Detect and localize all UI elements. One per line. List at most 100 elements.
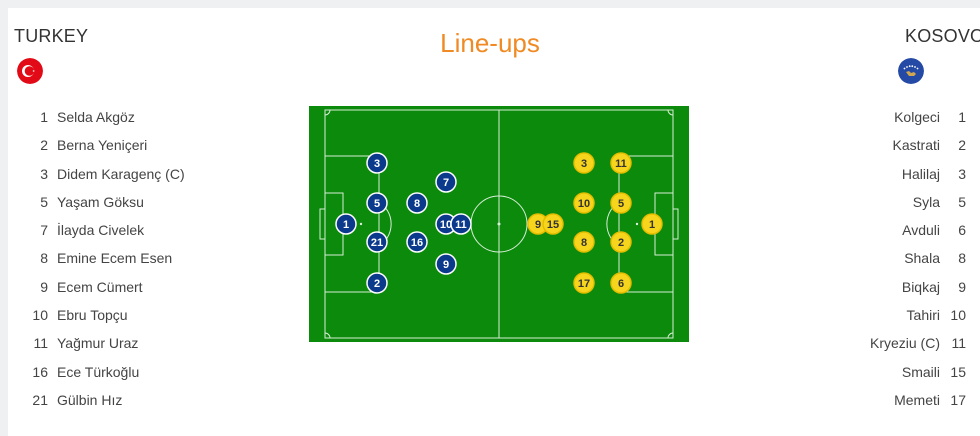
away-player-marker [573,272,595,294]
player-name: Halilaj [901,165,940,182]
player-name: Ebru Topçu [57,307,128,324]
player-number: 6 [958,222,966,239]
list-item: Syla 5 [766,192,966,220]
away-player-marker [573,152,595,174]
player-number: 2 [958,137,966,154]
player-number: 21 [32,391,48,408]
home-player-marker-number: 11 [455,219,467,231]
player-name: Kryeziu (C) [869,335,940,352]
player-number: 3 [958,165,966,182]
list-item: 7 İlayda Civelek [10,220,250,248]
home-player-marker-number: 9 [443,259,449,271]
player-number: 9 [40,278,48,295]
player-name: Syla [912,193,940,210]
player-name: Gülbin Hız [57,391,123,408]
home-player-marker [435,253,457,275]
home-player-marker-number: 1 [343,219,349,231]
player-number: 15 [950,363,966,380]
player-name: Ece Türkoğlu [57,363,140,380]
list-item: Smaili 15 [766,362,966,390]
list-item: Shala 8 [766,248,966,276]
away-player-marker-number: 6 [618,278,624,290]
home-player-marker-number: 21 [371,237,383,249]
away-player-marker-number: 3 [581,158,587,170]
player-name: Yaşam Göksu [57,193,144,210]
player-name: Memeti [894,391,940,408]
player-number: 1 [958,109,966,125]
player-name: Yağmur Uraz [57,335,139,352]
home-player-marker-number: 10 [440,219,452,231]
home-player-marker-number: 2 [374,278,380,290]
away-player-marker [610,192,632,214]
player-name: İlayda Civelek [57,222,145,239]
home-team-name: TURKEY [14,26,89,46]
player-number: 17 [950,391,966,408]
away-player-marker-number: 2 [618,237,624,249]
player-number: 2 [40,137,48,154]
home-player-marker [366,192,388,214]
list-item: Halilaj 3 [766,164,966,192]
away-player-marker-number: 1 [649,219,655,231]
player-name: Ecem Cümert [57,278,143,295]
player-name: Avduli [902,222,940,239]
away-player-marker [573,192,595,214]
player-name: Emine Ecem Esen [57,250,173,267]
home-player-marker-number: 3 [374,158,380,170]
away-player-marker [573,231,595,253]
player-number: 11 [951,335,966,352]
player-number: 5 [40,193,48,210]
list-item: 8 Emine Ecem Esen [10,248,250,276]
home-player-marker-number: 8 [414,198,420,210]
home-player-marker-number: 16 [411,237,423,249]
home-player-marker [366,152,388,174]
player-number: 3 [40,165,48,182]
home-player-marker [450,213,472,235]
away-player-marker-number: 15 [547,219,559,231]
player-number: 8 [40,250,48,267]
away-player-marker-number: 9 [535,219,541,231]
list-item: 2 Berna Yeniçeri [10,135,250,163]
player-name: Didem Karagenç (C) [57,165,185,182]
player-name: Kolgeci [894,109,940,125]
list-item: 3 Didem Karagenç (C) [10,164,250,192]
home-player-marker-number: 5 [374,198,380,210]
player-number: 11 [33,335,48,352]
home-player-marker [435,171,457,193]
away-player-marker [641,213,663,235]
away-lineup-list: Kolgeci 1 Kastrati 2 Halilaj 3 Syla 5 Avduli… [766,107,966,418]
player-number: 5 [958,193,966,210]
player-number: 8 [958,250,966,267]
away-player-marker [610,272,632,294]
list-item: 5 Yaşam Göksu [10,192,250,220]
player-name: Biqkaj [901,278,940,295]
away-team-name: KOSOVO [905,26,980,46]
player-name: Smaili [901,363,940,380]
home-player-marker [366,272,388,294]
list-item: Kolgeci 1 [766,107,966,135]
list-item: Kastrati 2 [766,135,966,163]
away-player-marker-number: 10 [578,198,590,210]
player-name: Berna Yeniçeri [57,137,148,154]
player-number: 7 [40,222,48,239]
list-item: 21 Gülbin Hız [10,390,250,418]
home-player-marker [335,213,357,235]
player-name: Shala [904,250,940,267]
away-player-marker [542,213,564,235]
player-number: 10 [950,307,966,324]
player-name: Kastrati [892,137,940,154]
list-item: Biqkaj 9 [766,277,966,305]
player-number: 9 [958,278,966,295]
away-player-marker-number: 8 [581,237,587,249]
list-item: 11 Yağmur Uraz [10,333,250,361]
home-player-marker [406,231,428,253]
home-player-marker-number: 7 [443,177,449,189]
kosovo-flag-icon [898,58,924,84]
player-number: 10 [32,307,48,324]
player-name: Selda Akgöz [57,109,135,125]
